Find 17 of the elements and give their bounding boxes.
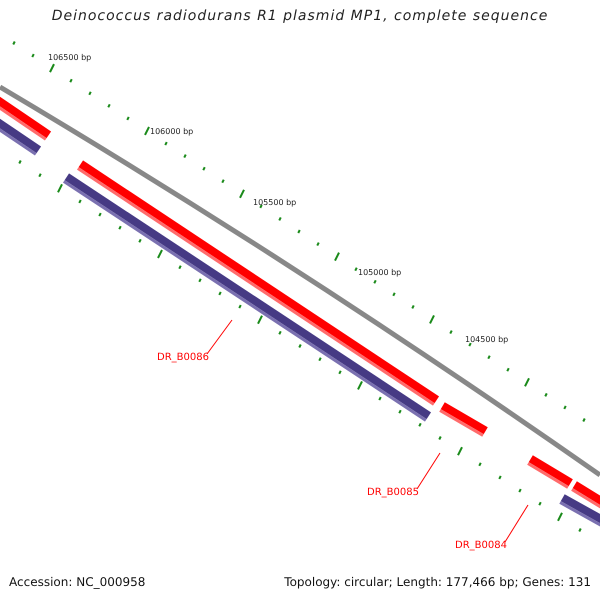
leader-line bbox=[416, 452, 440, 490]
tick-label: 105000 bp bbox=[358, 268, 402, 277]
tick-label: 106500 bp bbox=[48, 53, 92, 62]
title: Deinococcus radiodurans R1 plasmid MP1, complete sequence bbox=[50, 8, 550, 24]
leader-line bbox=[206, 320, 232, 354]
gene-bar bbox=[527, 455, 573, 489]
tick-label: 106000 bp bbox=[150, 127, 194, 136]
gene-label: DR_B0086 bbox=[157, 352, 209, 363]
tick-label: 105500 bp bbox=[253, 198, 296, 207]
gene-bar bbox=[439, 402, 488, 437]
tick-label: 104500 bp bbox=[465, 335, 508, 344]
footer-text: Topology: circular; Length: 177,466 bp; Genes: 131 bbox=[284, 575, 591, 589]
accession-text: Accession: NC_000958 bbox=[9, 575, 146, 589]
gene-bar bbox=[62, 173, 432, 422]
gene-label: DR_B0085 bbox=[367, 487, 419, 498]
leader-line bbox=[504, 504, 528, 542]
gene-label: DR_B0084 bbox=[455, 540, 507, 551]
